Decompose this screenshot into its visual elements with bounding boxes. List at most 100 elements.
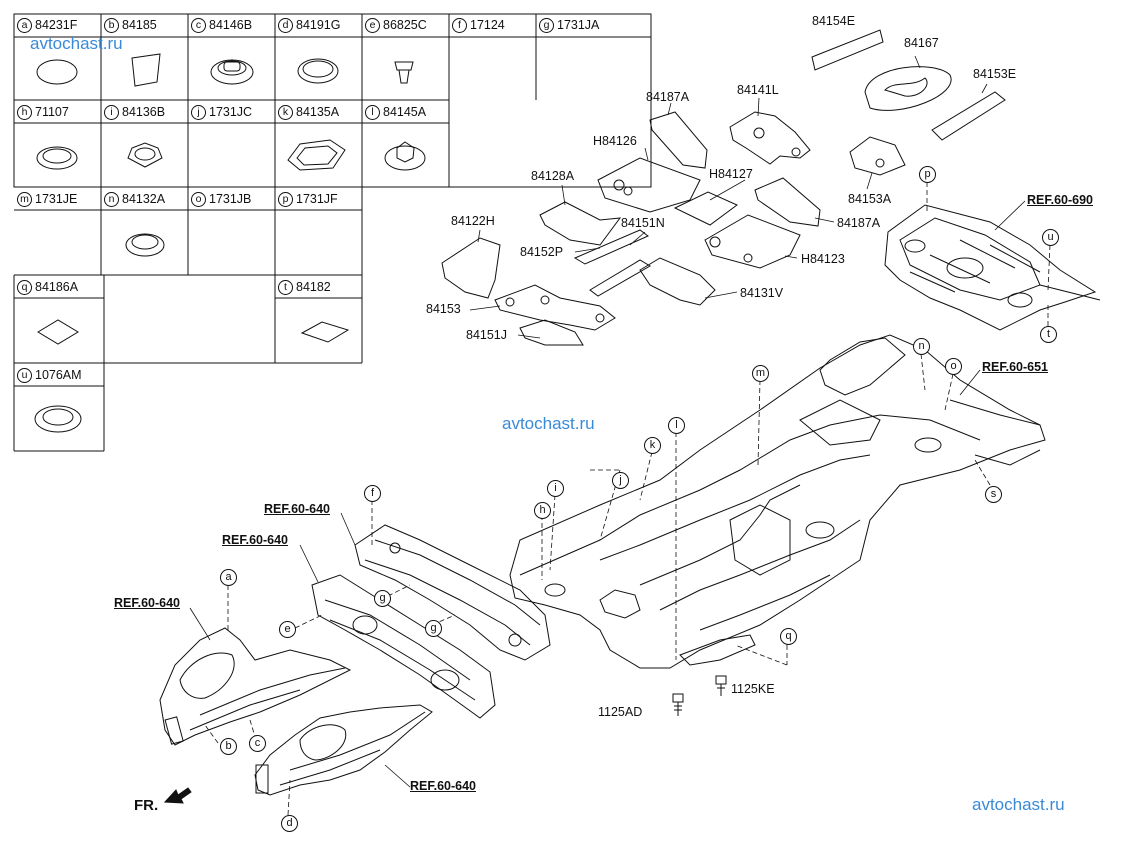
letter-badge: l <box>365 105 380 120</box>
pad-H84126 <box>597 157 701 213</box>
pad-84122H <box>441 237 501 299</box>
watermark-top-left: avtochast.ru <box>30 34 123 53</box>
pad-H84123 <box>704 214 801 269</box>
circle-letter-k: k <box>644 437 661 454</box>
callout-H84126: H84126 <box>593 134 637 148</box>
leader-lines <box>469 55 1026 396</box>
pad-84152P <box>573 229 649 265</box>
circle-letter-p: p <box>919 166 936 183</box>
callout-84153E: 84153E <box>973 67 1017 81</box>
callout-H84123: H84123 <box>801 252 845 266</box>
callout-84154E: 84154E <box>812 14 856 28</box>
pad-84151N <box>589 259 651 297</box>
circle-letter-j: j <box>612 472 629 489</box>
grommet-icon-h <box>36 146 78 170</box>
circle-letter-h: h <box>534 502 551 519</box>
letter-badge: u <box>17 368 32 383</box>
callout-84187A-right: 84187A <box>837 216 881 230</box>
callout-1125AD: 1125AD <box>598 705 643 719</box>
circle-letter-s: s <box>985 486 1002 503</box>
front-direction-label: FR. <box>134 797 159 814</box>
front-side-member-left <box>159 627 352 746</box>
part-number: 86825C <box>383 18 427 32</box>
parts-table-grid <box>13 13 652 452</box>
watermark-bottom-right: avtochast.ru <box>972 795 1065 814</box>
pad-icon-t <box>300 321 350 343</box>
circle-letter-o: o <box>945 358 962 375</box>
circle-letter-u: u <box>1042 229 1059 246</box>
dashed-leaders <box>204 182 1051 816</box>
pad-icon-q <box>37 319 79 345</box>
ref-60-640-right-member: REF.60-640 <box>410 779 477 793</box>
plug-icon-k <box>287 139 346 171</box>
letter-badge: n <box>104 192 119 207</box>
pad-84167 <box>864 66 952 111</box>
main-floor-panel <box>509 334 1046 669</box>
letter-badge: p <box>278 192 293 207</box>
callout-84122H: 84122H <box>451 214 495 228</box>
letter-badge: b <box>104 18 119 33</box>
callout-84141L: 84141L <box>737 83 779 97</box>
bolt-1125KE <box>715 675 727 696</box>
part-number: 1731JF <box>296 192 338 206</box>
part-number: 84231F <box>35 18 78 32</box>
cowl-panel-upper <box>354 524 551 661</box>
part-number: 1731JA <box>557 18 600 32</box>
parts-table <box>14 14 652 452</box>
part-number: 84136B <box>122 105 166 119</box>
ref-60-690: REF.60-690 <box>1027 193 1094 207</box>
pad-84154E <box>811 29 884 71</box>
grommet-icon-d <box>297 58 339 84</box>
ref-60-640-cowl: REF.60-640 <box>264 502 331 516</box>
part-number: 84182 <box>296 280 331 294</box>
pad-84151J <box>519 319 584 346</box>
callout-84153: 84153 <box>426 302 461 316</box>
part-number: 84146B <box>209 18 253 32</box>
circle-letter-c: c <box>249 735 266 752</box>
circle-letter-g-upper: g <box>374 590 391 607</box>
watermark-center: avtochast.ru <box>502 414 595 433</box>
clip-icon-e <box>394 61 414 84</box>
grommet-icon-a <box>36 59 78 85</box>
pad-icon-b <box>131 53 161 87</box>
pad-H84127 <box>673 191 738 226</box>
letter-badge: i <box>104 105 119 120</box>
pad-84128A <box>539 201 622 246</box>
part-number: 84135A <box>296 105 340 119</box>
ref-leaders <box>189 512 411 788</box>
letter-badge: g <box>539 18 554 33</box>
letter-badge: a <box>17 18 32 33</box>
rear-floor-panel <box>884 204 1101 331</box>
pad-84187A-right <box>754 177 821 227</box>
part-number: 84191G <box>296 18 341 32</box>
pad-84153A <box>849 136 906 176</box>
part-number: 84132A <box>122 192 166 206</box>
part-number: 1731JC <box>209 105 253 119</box>
plug-icon-i <box>127 142 163 168</box>
circle-letter-a: a <box>220 569 237 586</box>
part-number: 71107 <box>35 105 69 119</box>
letter-badge: j <box>191 105 206 120</box>
ref-60-651: REF.60-651 <box>982 360 1049 374</box>
letter-badge: h <box>17 105 32 120</box>
dash-panel-lower <box>311 574 496 719</box>
circle-letter-d: d <box>281 815 298 832</box>
plug-icon-n <box>125 233 165 257</box>
bolt-1125AD <box>672 693 684 716</box>
ref-60-640-dash: REF.60-640 <box>222 533 289 547</box>
pad-84153 <box>494 284 616 331</box>
letter-badge: o <box>191 192 206 207</box>
circle-letter-b: b <box>220 738 237 755</box>
part-number: 84145A <box>383 105 427 119</box>
